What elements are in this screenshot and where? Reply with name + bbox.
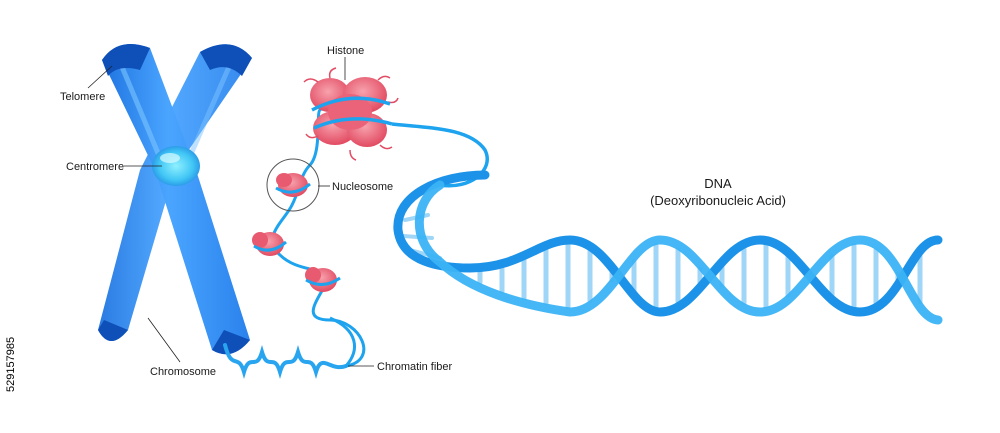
chromatin-fiber <box>271 104 366 368</box>
telomere-top-right <box>200 44 252 76</box>
dna-strand-1 <box>393 170 943 317</box>
telomere-bottom-left <box>98 320 128 341</box>
fiber-to-dna <box>391 122 489 188</box>
nucleosome-small-1 <box>305 267 341 292</box>
dna-subtitle: (Deoxyribonucleic Acid) <box>650 193 786 208</box>
chromatin-fiber-label: Chromatin fiber <box>377 361 453 373</box>
dna-strand-2 <box>414 180 943 325</box>
nucleosome-label: Nucleosome <box>332 181 393 193</box>
telomere-bottom-right <box>212 330 250 355</box>
chromosome-arm-front <box>102 44 250 355</box>
dna-title: DNA <box>704 176 732 191</box>
watermark-id: 529157985 <box>5 337 17 392</box>
telomere-label: Telomere <box>60 91 105 103</box>
chromosome-label: Chromosome <box>150 366 216 378</box>
chromatin-coil <box>223 343 348 379</box>
chromosome <box>98 44 252 355</box>
telomere-top-left <box>102 44 150 76</box>
chromosome-leader <box>147 317 181 363</box>
centromere-label: Centromere <box>66 161 124 173</box>
histone <box>303 67 399 161</box>
chromosome-arm-back <box>98 44 252 342</box>
dna-helix <box>393 170 943 325</box>
telomere-leader <box>87 65 113 89</box>
histone-label: Histone <box>327 45 364 57</box>
nucleosome-small-2 <box>252 232 287 256</box>
nucleosome-highlight-circle <box>266 158 320 212</box>
nucleosome <box>275 173 311 197</box>
